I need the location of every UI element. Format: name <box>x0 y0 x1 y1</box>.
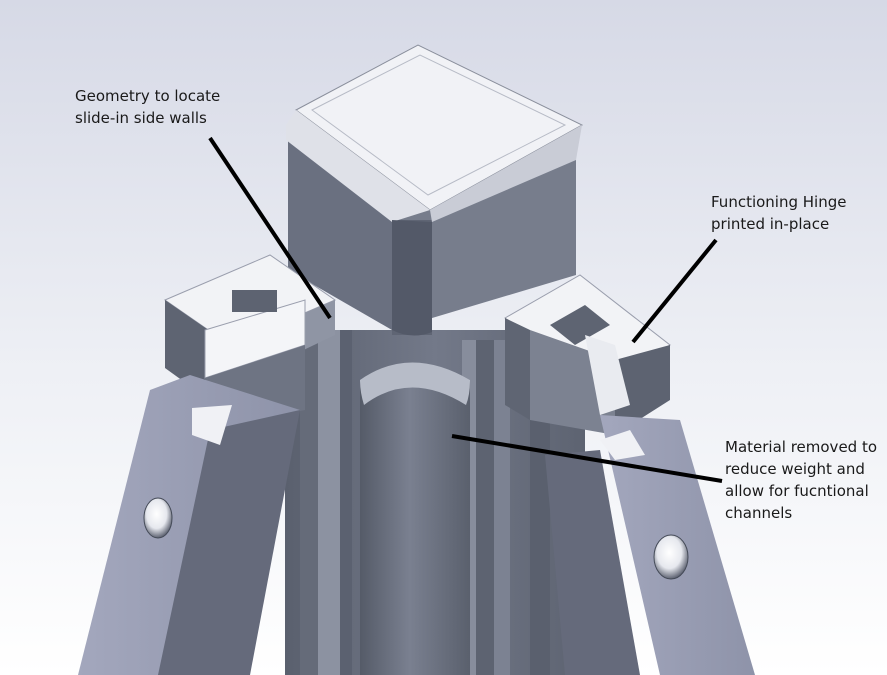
annotation-geometry-line-2: slide-in side walls <box>75 109 207 127</box>
leader-line-hinge <box>631 238 718 344</box>
right-leg <box>545 415 755 675</box>
left-hole <box>143 497 173 539</box>
annotation-hinge: Functioning Hinge printed in-place <box>711 191 846 235</box>
leader-line-material <box>451 434 723 483</box>
top-post <box>286 44 584 336</box>
leader-line-geometry <box>208 136 332 320</box>
annotation-material-line-2: reduce weight and <box>725 460 865 478</box>
annotation-material: Material removed to reduce weight and al… <box>725 436 877 524</box>
right-hinge <box>504 274 671 435</box>
right-hole <box>653 534 689 580</box>
annotation-geometry: Geometry to locate slide-in side walls <box>75 85 220 129</box>
annotation-geometry-line-1: Geometry to locate <box>75 87 221 105</box>
annotation-material-line-1: Material removed to <box>725 438 878 456</box>
left-leg <box>78 375 300 675</box>
annotation-hinge-line-2: printed in-place <box>711 215 830 233</box>
annotation-hinge-line-1: Functioning Hinge <box>711 193 847 211</box>
annotation-material-line-3: allow for fucntional <box>725 482 869 500</box>
annotation-material-line-4: channels <box>725 504 793 522</box>
